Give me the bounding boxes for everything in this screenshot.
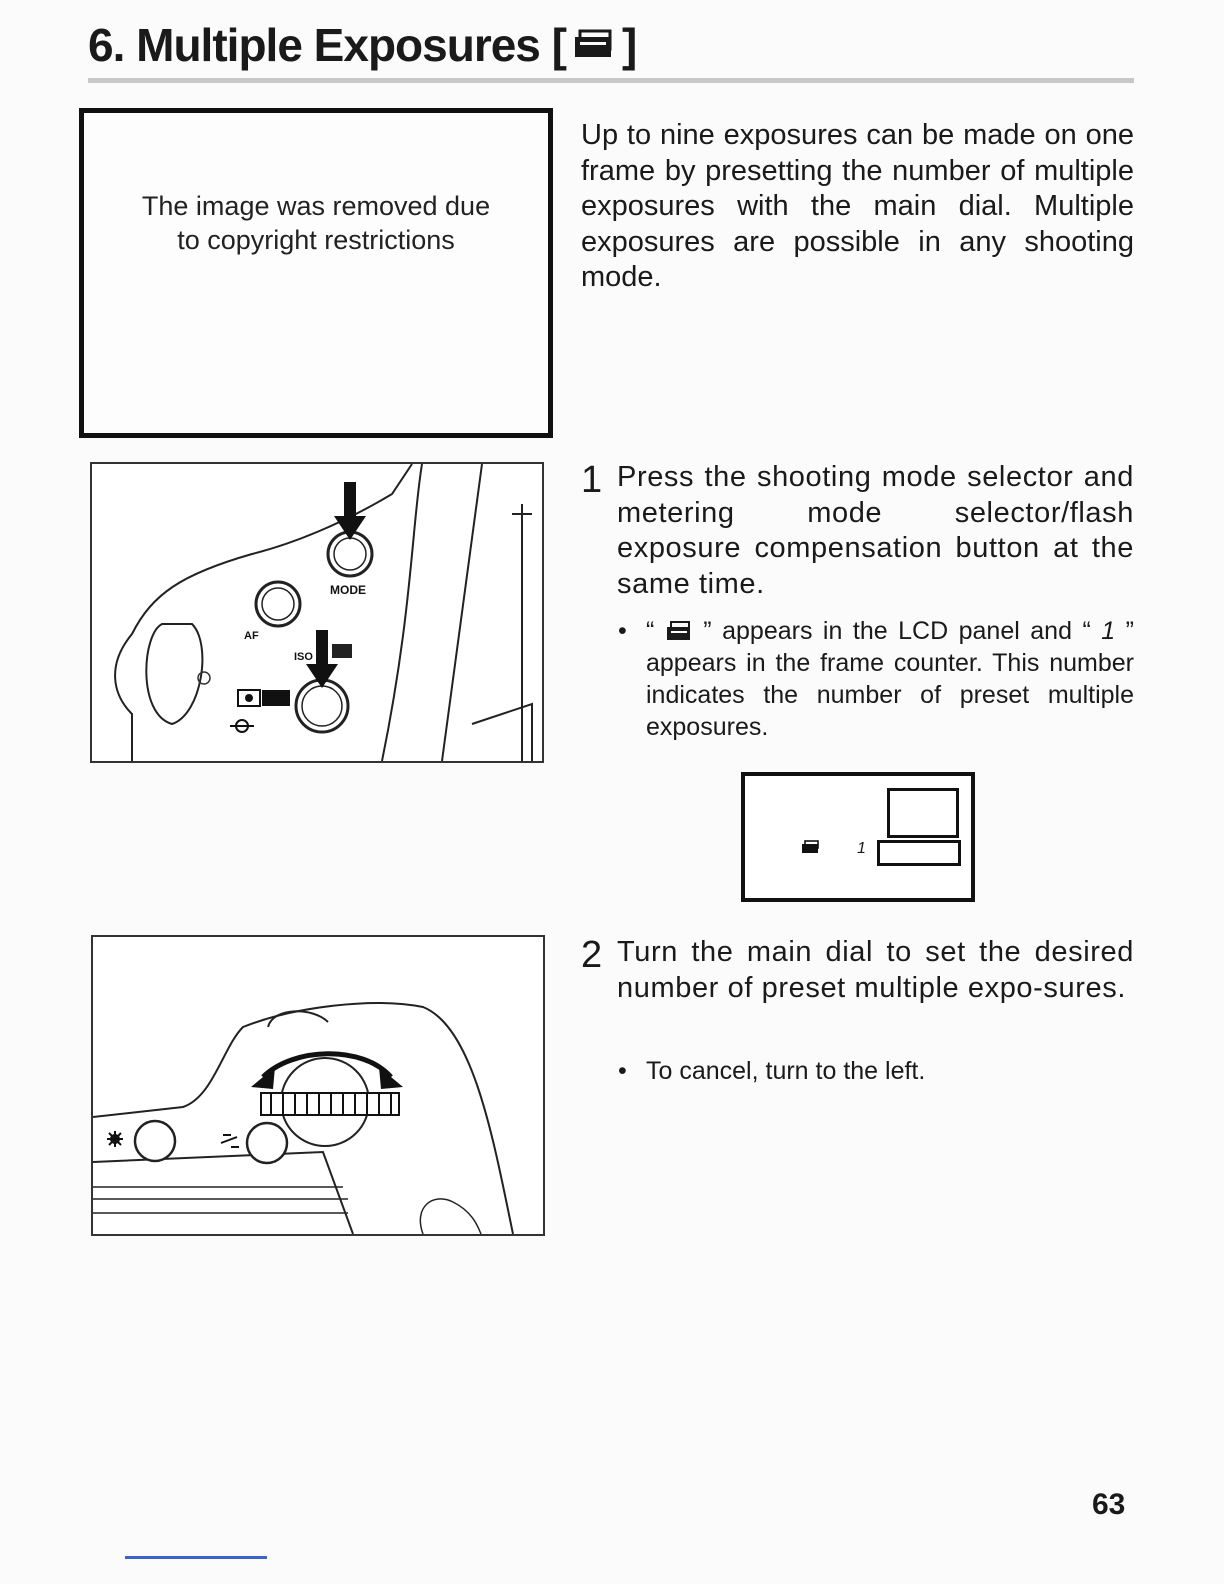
removed-image-text: The image was removed due to copyright r… [141,191,491,255]
bullet-counter-value: 1 [1101,617,1116,645]
page-title-suffix: ] [622,19,637,71]
camera-buttons-figure: MODE AF ISO [90,462,544,763]
multiple-exposure-icon [802,840,819,853]
step-2-bullet: • To cancel, turn to the left. [618,1055,1134,1087]
step-2-text: Turn the main dial to set the desired nu… [617,936,1134,1004]
iso-label: ISO [294,651,313,663]
step-1-number: 1 [581,459,603,501]
main-dial-figure [91,935,545,1236]
page-title-prefix: 6. Multiple Exposures [ [88,19,567,71]
mode-label: MODE [330,583,366,597]
title-rule [88,78,1134,83]
lcd-lower-segment [877,840,961,866]
intro-paragraph: Up to nine exposures can be made on one … [581,119,1134,293]
step-1-bullet: • “ ” appears in the LCD panel and “ 1 ”… [618,615,1134,743]
bottom-link-underline [125,1556,267,1559]
lcd-panel: 1 [741,772,975,902]
bullet-counter-text: ” appears in the frame counter. This num… [646,617,1134,741]
step-1-text: Press the shooting mode selector and met… [617,461,1134,600]
step-1: 1 Press the shooting mode selector and m… [581,460,1134,602]
bullet-dot: • [618,617,627,645]
lcd-upper-segment [887,788,959,838]
bullet-open-quote: “ [646,617,655,645]
removed-image-placeholder: The image was removed due to copyright r… [79,108,553,438]
lcd-frame-counter: 1 [857,840,866,857]
multiple-exposure-icon [572,29,616,61]
bullet-lcd-text: ” appears in the LCD panel and “ [703,617,1102,645]
page-title: 6. Multiple Exposures [ ] [88,18,637,72]
bullet-dot: • [618,1057,627,1085]
step-2-number: 2 [581,934,603,976]
af-label: AF [244,630,259,642]
step-2: 2 Turn the main dial to set the desired … [581,935,1134,1006]
step-2-bullet-text: To cancel, turn to the left. [646,1057,926,1085]
page-number: 63 [1092,1488,1126,1521]
multiple-exposure-icon [666,621,690,640]
